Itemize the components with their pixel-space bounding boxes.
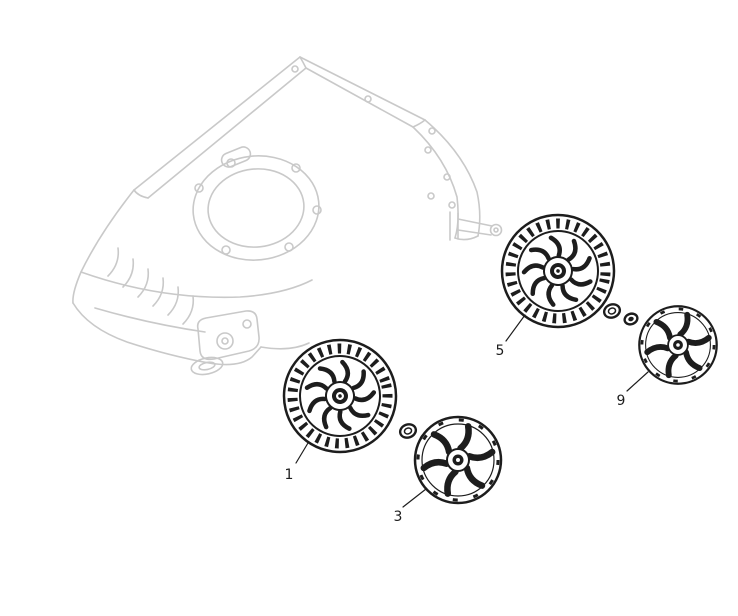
callout-1-leader-line (295, 442, 309, 464)
blade-mount-ring (192, 146, 322, 261)
callout-1-label: 1 (285, 467, 294, 483)
wheel-bracket (190, 310, 260, 376)
callout-5: 5 (496, 314, 526, 359)
callout-1: 1 (285, 442, 309, 483)
callout-9: 9 (617, 371, 649, 409)
mower-deck-ghost (72, 56, 503, 376)
fasteners-part-9 (601, 300, 641, 328)
callout-9-label: 9 (617, 393, 626, 409)
callout-3-leader-line (402, 488, 427, 508)
callouts: 1 3 5 9 (285, 314, 649, 525)
callout-9-leader-line (626, 371, 649, 392)
axle-stub (449, 211, 503, 241)
callout-5-label: 5 (496, 343, 505, 359)
callout-3: 3 (394, 488, 427, 525)
callout-3-label: 3 (394, 509, 403, 525)
vent-slats (107, 247, 195, 325)
callout-5-leader-line (505, 314, 526, 342)
hubcap-part-3 (415, 417, 501, 503)
hubcap-part-9 (639, 306, 716, 383)
wheel-part-5 (493, 206, 623, 336)
